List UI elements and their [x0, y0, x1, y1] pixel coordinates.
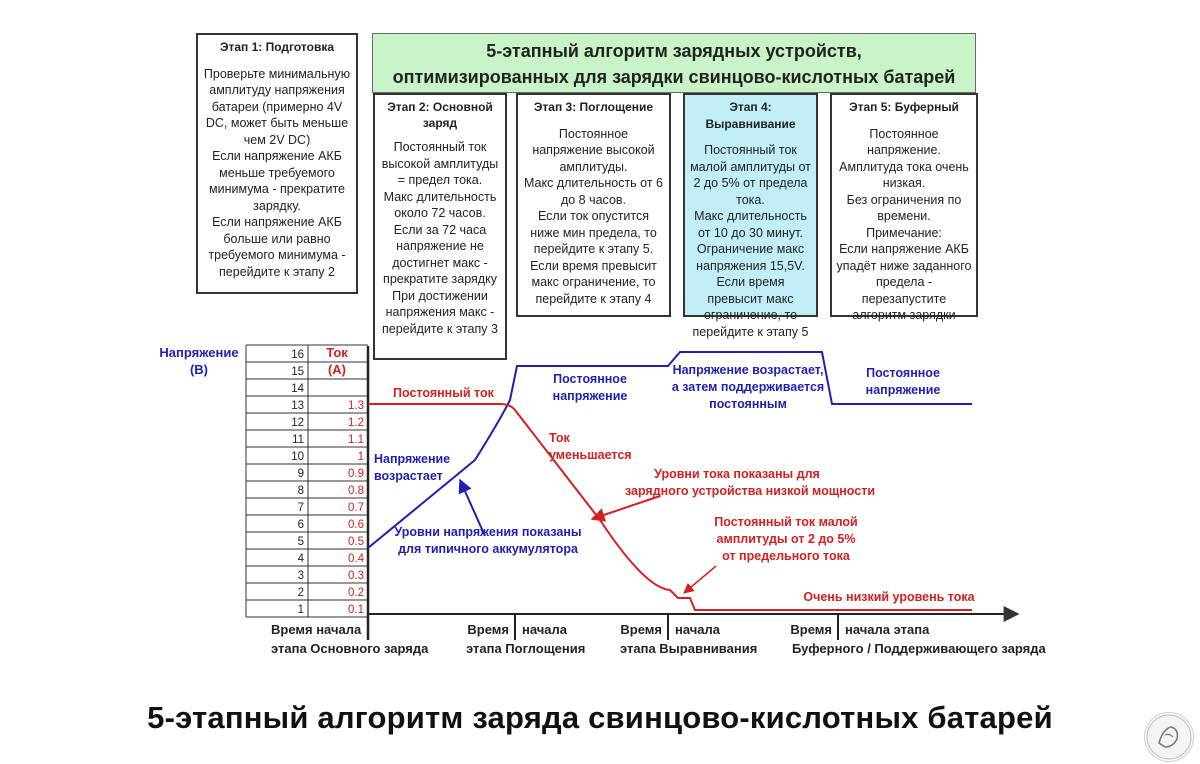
current-tick-label: 1 [358, 451, 364, 463]
current-tick-label: 0.4 [348, 553, 365, 565]
current-curve [368, 403, 972, 611]
note-typical-battery-2: для типичного аккумулятора [398, 542, 579, 556]
voltage-note-arrow [458, 478, 486, 537]
voltage-tick-label: 6 [298, 519, 304, 531]
note-const-voltage-2: напряжение [553, 389, 628, 403]
note-low-power-2: зарядного устройства низкой мощности [625, 484, 875, 498]
voltage-axis-unit: (В) [190, 362, 208, 377]
note-constant-current: Постоянный ток [393, 386, 495, 400]
voltage-tick-label: 12 [291, 417, 304, 429]
stage-2-body: Постоянный ток высокой амплитуды = преде… [381, 140, 499, 336]
diagram-banner: 5-этапный алгоритм зарядных устройств, о… [372, 33, 976, 93]
time-abs-line-2: этапа Поглощения [466, 641, 585, 656]
banner-line-2: оптимизированных для зарядки свинцово-ки… [392, 67, 956, 87]
note-low-const-2: амплитуды от 2 до 5% [717, 532, 856, 546]
stage-1-title: Этап 1: Подготовка [219, 40, 335, 54]
current-tick-label: 1.1 [348, 434, 364, 446]
voltage-tick-label: 4 [298, 553, 305, 565]
current-tick-label: 1.3 [348, 400, 364, 412]
page-title: 5-этапный алгоритм заряда свинцово-кисло… [147, 700, 1053, 735]
stage-5-box: Этап 5: Буферный Постоянное напряжение. … [830, 93, 978, 322]
author-logo [1144, 712, 1194, 762]
note-very-low-current: Очень низкий уровень тока [803, 590, 975, 604]
voltage-tick-label: 1 [298, 604, 304, 616]
note-float-voltage-2: напряжение [866, 383, 941, 397]
voltage-tick-label: 3 [298, 570, 304, 582]
banner-line-1: 5-этапный алгоритм зарядных устройств, [486, 41, 862, 61]
current-tick-label: 0.9 [348, 468, 364, 480]
stage-4-title: Этап 4: Выравнивание [705, 100, 796, 131]
note-low-const-1: Постоянный ток малой [714, 515, 858, 529]
voltage-tick-label: 9 [298, 468, 304, 480]
voltage-tick-label: 10 [291, 451, 304, 463]
voltage-tick-label: 16 [291, 349, 304, 361]
stage-3-body: Постоянное напряжение высокой амплитуды.… [524, 126, 663, 306]
current-tick-label: 0.7 [348, 502, 364, 514]
current-axis-label: Ток [326, 345, 348, 360]
stage-4-body: Постоянный ток малой амплитуды от 2 до 5… [690, 143, 811, 339]
stage-3-box: Этап 3: Поглощение Постоянное напряжение… [516, 93, 671, 317]
current-tick-label: 1.2 [348, 417, 364, 429]
time-eq-word: Время [620, 622, 662, 637]
stage-5-body: Постоянное напряжение. Амплитуда тока оч… [836, 126, 972, 323]
voltage-tick-label: 11 [292, 434, 304, 446]
current-tick-label: 0.2 [348, 587, 364, 599]
note-volt-held-2: а затем поддерживается [672, 380, 824, 394]
current-tick-label: 0.8 [348, 485, 364, 497]
stage-4-box: Этап 4: Выравнивание Постоянный ток мало… [683, 93, 818, 339]
note-low-const-3: от предельного тока [722, 549, 851, 563]
voltage-tick-label: 8 [298, 485, 304, 497]
time-abs-word: Время [467, 622, 509, 637]
note-volt-held-1: Напряжение возрастает, [673, 363, 824, 377]
note-typical-battery-1: Уровни напряжения показаны [394, 525, 581, 539]
voltage-tick-label: 5 [298, 536, 304, 548]
time-eq-start: начала [675, 622, 721, 637]
low-current-note-arrow [683, 565, 717, 594]
time-bulk-line-1: Время начала [271, 622, 362, 637]
time-abs-start: начала [522, 622, 568, 637]
time-float-start: начала этапа [845, 622, 930, 637]
stage-1-body: Проверьте минимальную амплитуду напряжен… [203, 66, 351, 279]
voltage-curve [367, 351, 972, 549]
voltage-tick-label: 14 [291, 383, 304, 395]
note-float-voltage-1: Постоянное [866, 366, 940, 380]
voltage-tick-label: 15 [291, 366, 304, 378]
stage-3-title: Этап 3: Поглощение [533, 100, 654, 114]
voltage-tick-label: 7 [298, 502, 304, 514]
note-voltage-rises-1: Напряжение [374, 452, 450, 466]
time-float-word: Время [790, 622, 832, 637]
note-volt-held-3: постоянным [709, 397, 787, 411]
current-tick-label: 0.6 [348, 519, 364, 531]
stage-5-title: Этап 5: Буферный [849, 100, 959, 114]
current-axis-unit: (А) [328, 362, 346, 377]
voltage-tick-label: 2 [298, 587, 304, 599]
note-current-falls-2: уменьшается [549, 448, 632, 462]
note-current-falls-1: Ток [549, 431, 570, 445]
time-bulk-line-2: этапа Основного заряда [271, 641, 429, 656]
note-voltage-rises-2: возрастает [374, 469, 443, 483]
time-float-line-2: Буферного / Поддерживающего заряда [792, 641, 1047, 656]
note-const-voltage-1: Постоянное [553, 372, 627, 386]
stage-1-box: Этап 1: Подготовка Проверьте минимальную… [196, 33, 358, 294]
time-eq-line-2: этапа Выравнивания [620, 641, 757, 656]
current-note-arrow [590, 495, 661, 522]
current-tick-label: 0.5 [348, 536, 364, 548]
current-tick-label: 0.3 [348, 570, 364, 582]
stage-2-box: Этап 2: Основной заряд Постоянный ток вы… [373, 93, 507, 360]
note-low-power-1: Уровни тока показаны для [654, 467, 820, 481]
stage-2-title: Этап 2: Основной заряд [387, 100, 493, 130]
current-tick-label: 0.1 [348, 604, 364, 616]
voltage-axis-label: Напряжение [159, 345, 238, 360]
voltage-tick-label: 13 [291, 400, 304, 412]
